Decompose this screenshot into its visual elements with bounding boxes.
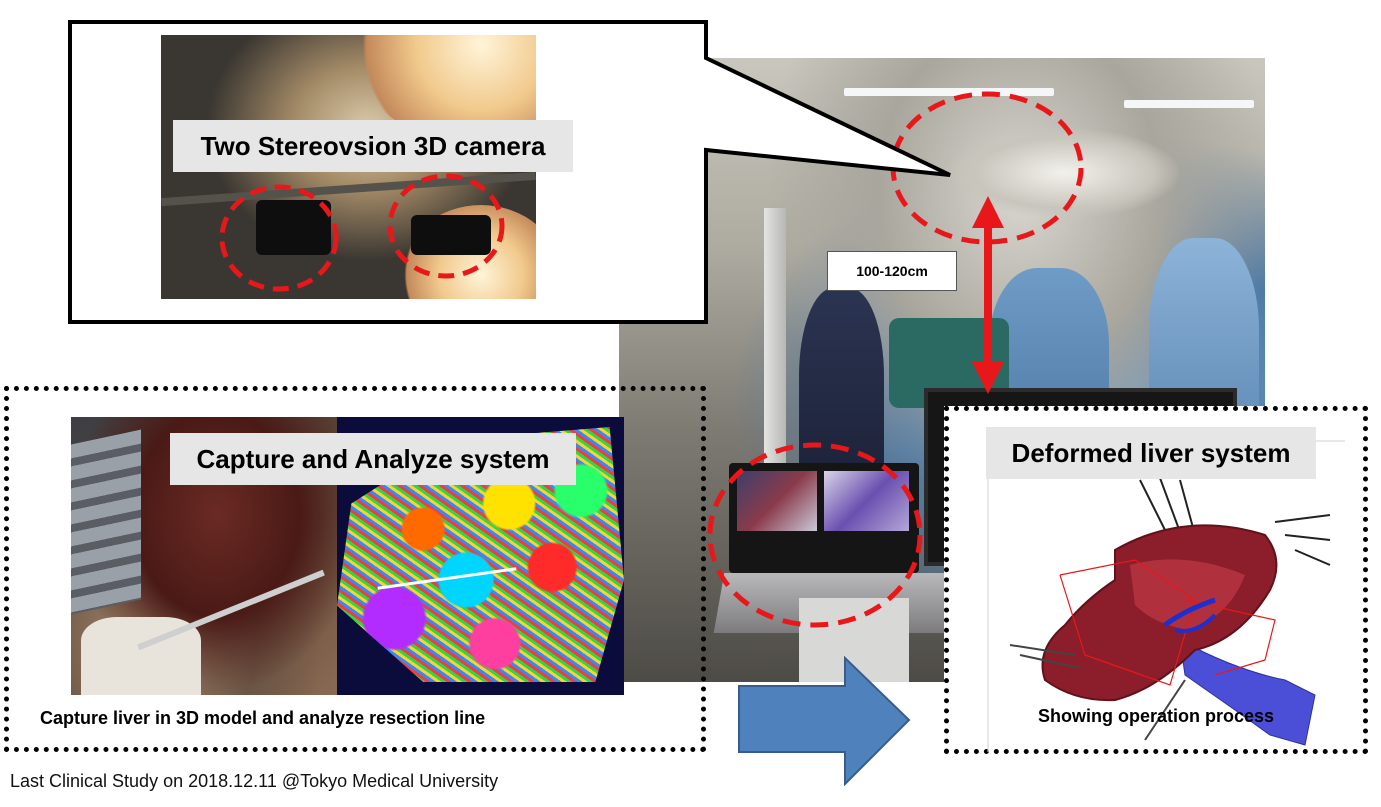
process-arrow: [738, 656, 911, 786]
deformed-liver-model: [987, 440, 1345, 752]
instrument: [137, 569, 325, 651]
distance-arrow-head-up: [972, 196, 1004, 228]
footer-note: Last Clinical Study on 2018.12.11 @Tokyo…: [10, 771, 499, 791]
left-camera-circle: [219, 184, 339, 292]
capture-analyze-panel: [4, 386, 706, 752]
ceiling-light: [844, 88, 1054, 96]
distance-label: 100-120cm: [827, 251, 957, 291]
laptop-screen: [729, 463, 919, 573]
retractor: [71, 429, 141, 615]
distance-arrow-head-down: [972, 362, 1004, 394]
camera-label: Two Stereovsion 3D camera: [173, 120, 573, 172]
deformed-caption: Showing operation process: [1038, 706, 1275, 726]
stereo-camera-left: [256, 200, 331, 255]
capture-caption: Capture liver in 3D model and analyze re…: [40, 708, 486, 728]
laptop-highlight-circle: [707, 442, 923, 628]
ceiling-light: [1124, 100, 1254, 108]
stereo-camera-right: [411, 215, 491, 255]
capture-label: Capture and Analyze system: [170, 433, 576, 485]
camera-pole: [764, 208, 786, 538]
right-camera-circle: [387, 173, 505, 279]
deformed-label: Deformed liver system: [986, 427, 1316, 479]
